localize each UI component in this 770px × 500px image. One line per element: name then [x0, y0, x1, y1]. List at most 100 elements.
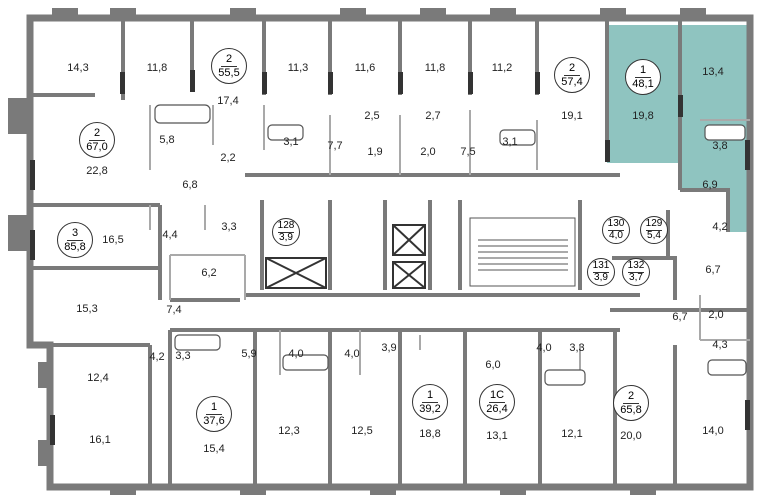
- room-area-label: 11,3: [287, 62, 309, 74]
- apartment-rooms: 1: [206, 401, 222, 415]
- staircase: [469, 217, 576, 287]
- door-marks: [30, 70, 750, 445]
- room-area-label: 15,4: [203, 443, 225, 455]
- room-area-label: 4,2: [149, 351, 165, 363]
- room-area-label: 4,2: [712, 221, 728, 233]
- room-area-label: 2,0: [420, 146, 436, 158]
- storage-badge[interactable]: 129 5,4: [640, 216, 668, 244]
- apartment-area: 39,2: [419, 402, 441, 415]
- room-area-label: 3,3: [221, 221, 237, 233]
- room-area-label: 3,8: [712, 140, 728, 152]
- room-area-label: 4,0: [288, 348, 304, 360]
- room-area-label: 4,0: [536, 342, 552, 354]
- room-area-label: 6,7: [672, 311, 688, 323]
- room-area-label: 6,2: [201, 267, 217, 279]
- apartment-area: 48,1: [632, 77, 654, 90]
- apartment-area: 55,5: [218, 66, 240, 79]
- room-area-label: 1,9: [367, 146, 383, 158]
- room-area-label: 19,1: [561, 110, 583, 122]
- room-area-label: 12,3: [278, 425, 300, 437]
- storage-area: 3,9: [594, 272, 608, 283]
- apartment-rooms: 1: [635, 64, 651, 78]
- room-area-label: 22,8: [86, 165, 108, 177]
- apartment-badge[interactable]: 1 39,2: [412, 384, 448, 420]
- room-area-label: 14,3: [67, 62, 89, 74]
- room-area-label: 2,5: [364, 110, 380, 122]
- room-area-label: 3,1: [502, 136, 518, 148]
- apartment-badge[interactable]: 3 85,8: [57, 222, 93, 258]
- apartment-area: 67,0: [86, 140, 108, 153]
- storage-number: 129: [645, 218, 663, 231]
- room-area-label: 7,7: [327, 140, 343, 152]
- storage-badge[interactable]: 128 3,9: [272, 218, 300, 246]
- storage-badge[interactable]: 132 3,7: [622, 258, 650, 286]
- room-area-label: 3,1: [283, 136, 299, 148]
- apartment-area: 57,4: [561, 75, 583, 88]
- apartment-rooms: 2: [623, 390, 639, 404]
- apartment-badge[interactable]: 2 65,8: [613, 385, 649, 421]
- apartment-area: 85,8: [64, 240, 86, 253]
- partitions: [149, 105, 750, 385]
- room-area-label: 12,4: [87, 372, 109, 384]
- apartment-badge[interactable]: 2 55,5: [211, 48, 247, 84]
- elevator-shafts: [265, 224, 426, 289]
- storage-area: 4,0: [609, 230, 623, 241]
- room-area-label: 2,0: [708, 309, 724, 321]
- storage-badge[interactable]: 131 3,9: [587, 258, 615, 286]
- room-area-label: 5,8: [159, 134, 175, 146]
- storage-area: 3,9: [279, 232, 293, 243]
- room-area-label: 19,8: [632, 110, 654, 122]
- storage-number: 132: [627, 260, 645, 273]
- room-area-label: 3,3: [569, 342, 585, 354]
- apartment-rooms: 1: [422, 389, 438, 403]
- apartment-badge[interactable]: 2 57,4: [554, 57, 590, 93]
- interior-walls: [30, 18, 750, 487]
- room-area-label: 11,8: [146, 62, 168, 74]
- room-area-label: 4,3: [712, 339, 728, 351]
- room-area-label: 11,8: [424, 62, 446, 74]
- apartment-area: 37,6: [203, 414, 225, 427]
- room-area-label: 4,4: [162, 229, 178, 241]
- apartment-badge[interactable]: 1 48,1: [625, 59, 661, 95]
- room-area-label: 4,0: [344, 348, 360, 360]
- room-area-label: 2,7: [425, 110, 441, 122]
- room-area-label: 6,9: [702, 179, 718, 191]
- storage-number: 131: [592, 260, 610, 273]
- storage-area: 3,7: [629, 272, 643, 283]
- room-area-label: 16,5: [102, 234, 124, 246]
- apartment-area: 26,4: [486, 402, 508, 415]
- room-area-label: 18,8: [419, 428, 441, 440]
- storage-number: 128: [277, 220, 295, 233]
- room-area-label: 6,0: [485, 359, 501, 371]
- apartment-rooms: 2: [564, 62, 580, 76]
- room-area-label: 14,0: [702, 425, 724, 437]
- room-area-label: 12,5: [351, 425, 373, 437]
- room-area-label: 15,3: [76, 303, 98, 315]
- storage-number: 130: [607, 218, 625, 231]
- room-area-label: 13,1: [486, 430, 508, 442]
- storage-badge[interactable]: 130 4,0: [602, 216, 630, 244]
- room-area-label: 17,4: [217, 95, 239, 107]
- room-area-label: 7,5: [460, 146, 476, 158]
- apartment-rooms: 2: [89, 127, 105, 141]
- facade-marks: [8, 8, 706, 495]
- apartment-badge[interactable]: 1С 26,4: [479, 384, 515, 420]
- room-area-label: 13,4: [702, 66, 724, 78]
- room-area-label: 11,6: [354, 62, 376, 74]
- room-area-label: 11,2: [491, 62, 513, 74]
- apartment-badge[interactable]: 2 67,0: [79, 122, 115, 158]
- apartment-rooms: 1С: [489, 388, 505, 403]
- room-area-label: 5,9: [241, 348, 257, 360]
- room-area-label: 6,7: [705, 264, 721, 276]
- room-area-label: 20,0: [620, 430, 642, 442]
- apartment-rooms: 3: [67, 227, 83, 241]
- room-area-label: 7,4: [166, 304, 182, 316]
- room-area-label: 3,3: [175, 350, 191, 362]
- room-area-label: 3,9: [381, 342, 397, 354]
- storage-area: 5,4: [647, 230, 661, 241]
- room-area-label: 12,1: [561, 428, 583, 440]
- apartment-badge[interactable]: 1 37,6: [196, 396, 232, 432]
- apartment-area: 65,8: [620, 403, 642, 416]
- room-area-label: 2,2: [220, 152, 236, 164]
